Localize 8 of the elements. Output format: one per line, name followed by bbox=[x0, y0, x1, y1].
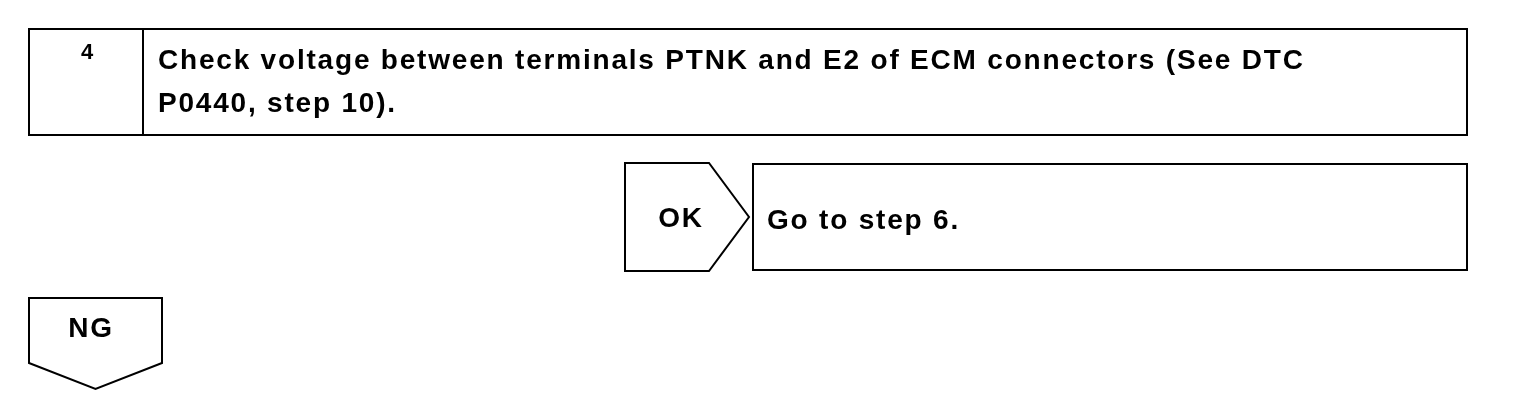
action-text: Go to step 6. bbox=[767, 202, 960, 237]
step-instruction: Check voltage between terminals PTNK and E2 of ECM connectors (See DTC P0440, step 10). bbox=[158, 43, 1306, 120]
result-label: NG bbox=[68, 310, 114, 345]
step-number: 4 bbox=[80, 39, 94, 65]
block-arrow bbox=[624, 162, 751, 272]
block-arrow bbox=[28, 297, 163, 391]
step-box bbox=[28, 28, 1468, 136]
edge-label: OK bbox=[658, 200, 704, 235]
